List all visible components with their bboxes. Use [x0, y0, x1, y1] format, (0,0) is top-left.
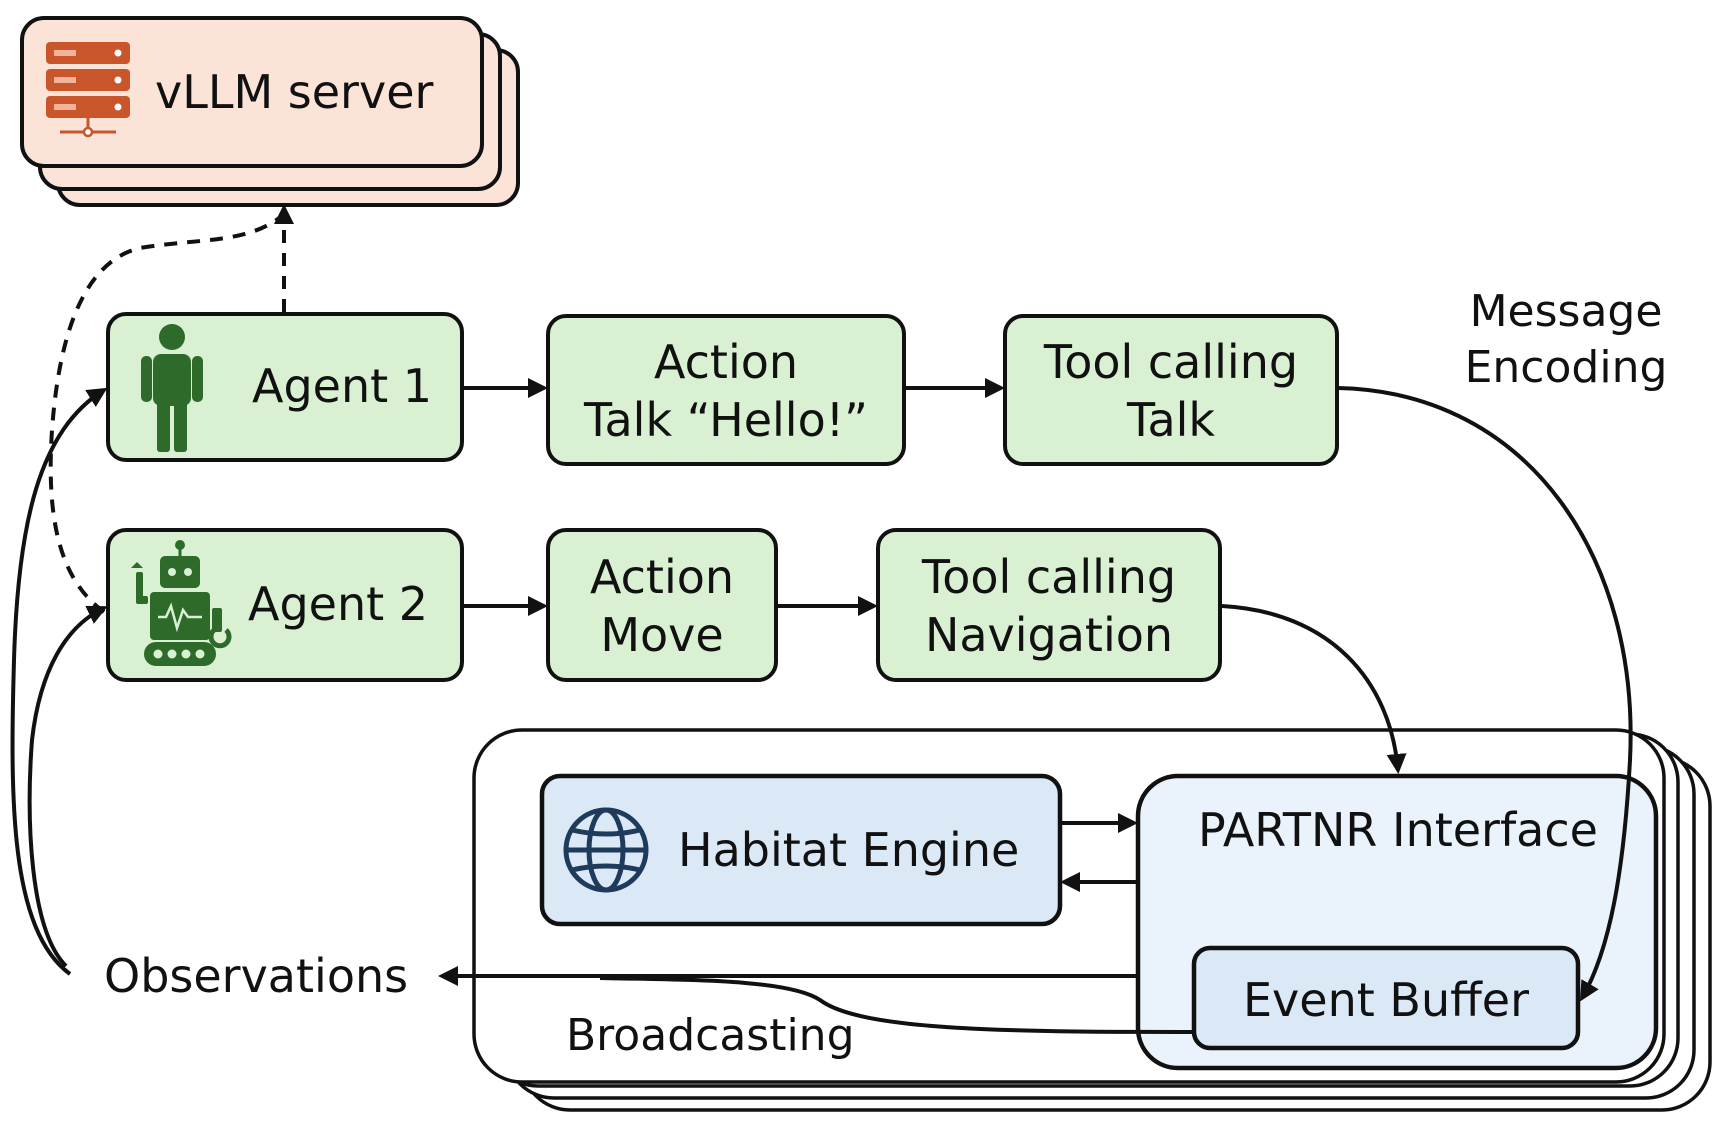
- observations-label: Observations: [104, 949, 408, 1003]
- globe-icon: [563, 807, 649, 893]
- agent-1-node: Agent 1: [106, 312, 464, 462]
- arrow-observations-to-agent1: [10, 387, 108, 976]
- partnr-interface-label: PARTNR Interface: [1198, 803, 1598, 857]
- arrow-observations-to-agent2: [27, 605, 108, 968]
- action-talk-node: Action Talk “Hello!”: [546, 314, 906, 466]
- message-encoding-line1: Message: [1470, 286, 1663, 337]
- tool-calling-navigation-line1: Tool calling: [921, 550, 1176, 604]
- connectors: [10, 204, 1633, 1034]
- dashed-link-agent2-server: [48, 212, 286, 614]
- arrow-tool-talk-to-event-buffer: [1337, 386, 1633, 1002]
- person-icon: [141, 324, 203, 452]
- tool-calling-talk-line2: Talk: [1126, 393, 1215, 447]
- agent-1-label: Agent 1: [252, 359, 432, 413]
- broadcasting-label: Broadcasting: [566, 1010, 855, 1061]
- agent-2-label: Agent 2: [248, 577, 428, 631]
- robot-icon: [131, 540, 232, 666]
- action-talk-line1: Action: [654, 335, 798, 389]
- message-encoding-line2: Encoding: [1465, 342, 1668, 393]
- vllm-server-node: vLLM server: [20, 16, 520, 207]
- server-stack-icon: [46, 42, 130, 138]
- action-move-node: Action Move: [546, 528, 778, 682]
- event-buffer-label: Event Buffer: [1243, 973, 1529, 1027]
- tool-calling-navigation-node: Tool calling Navigation: [876, 528, 1222, 682]
- tool-calling-navigation-line2: Navigation: [925, 608, 1173, 662]
- habitat-engine-node: Habitat Engine: [539, 773, 1063, 927]
- broadcast-curve: [599, 976, 1193, 1034]
- action-move-line1: Action: [590, 550, 734, 604]
- action-talk-line2: Talk “Hello!”: [583, 393, 868, 447]
- action-move-line2: Move: [600, 608, 723, 662]
- vllm-server-label: vLLM server: [155, 65, 433, 119]
- agent-2-node: Agent 2: [106, 528, 464, 682]
- tool-calling-talk-node: Tool calling Talk: [1003, 314, 1339, 466]
- tool-calling-talk-line1: Tool calling: [1043, 335, 1298, 389]
- event-buffer-node: Event Buffer: [1191, 945, 1581, 1051]
- arrow-tool-nav-to-partnr: [1221, 604, 1407, 774]
- habitat-engine-label: Habitat Engine: [678, 823, 1019, 877]
